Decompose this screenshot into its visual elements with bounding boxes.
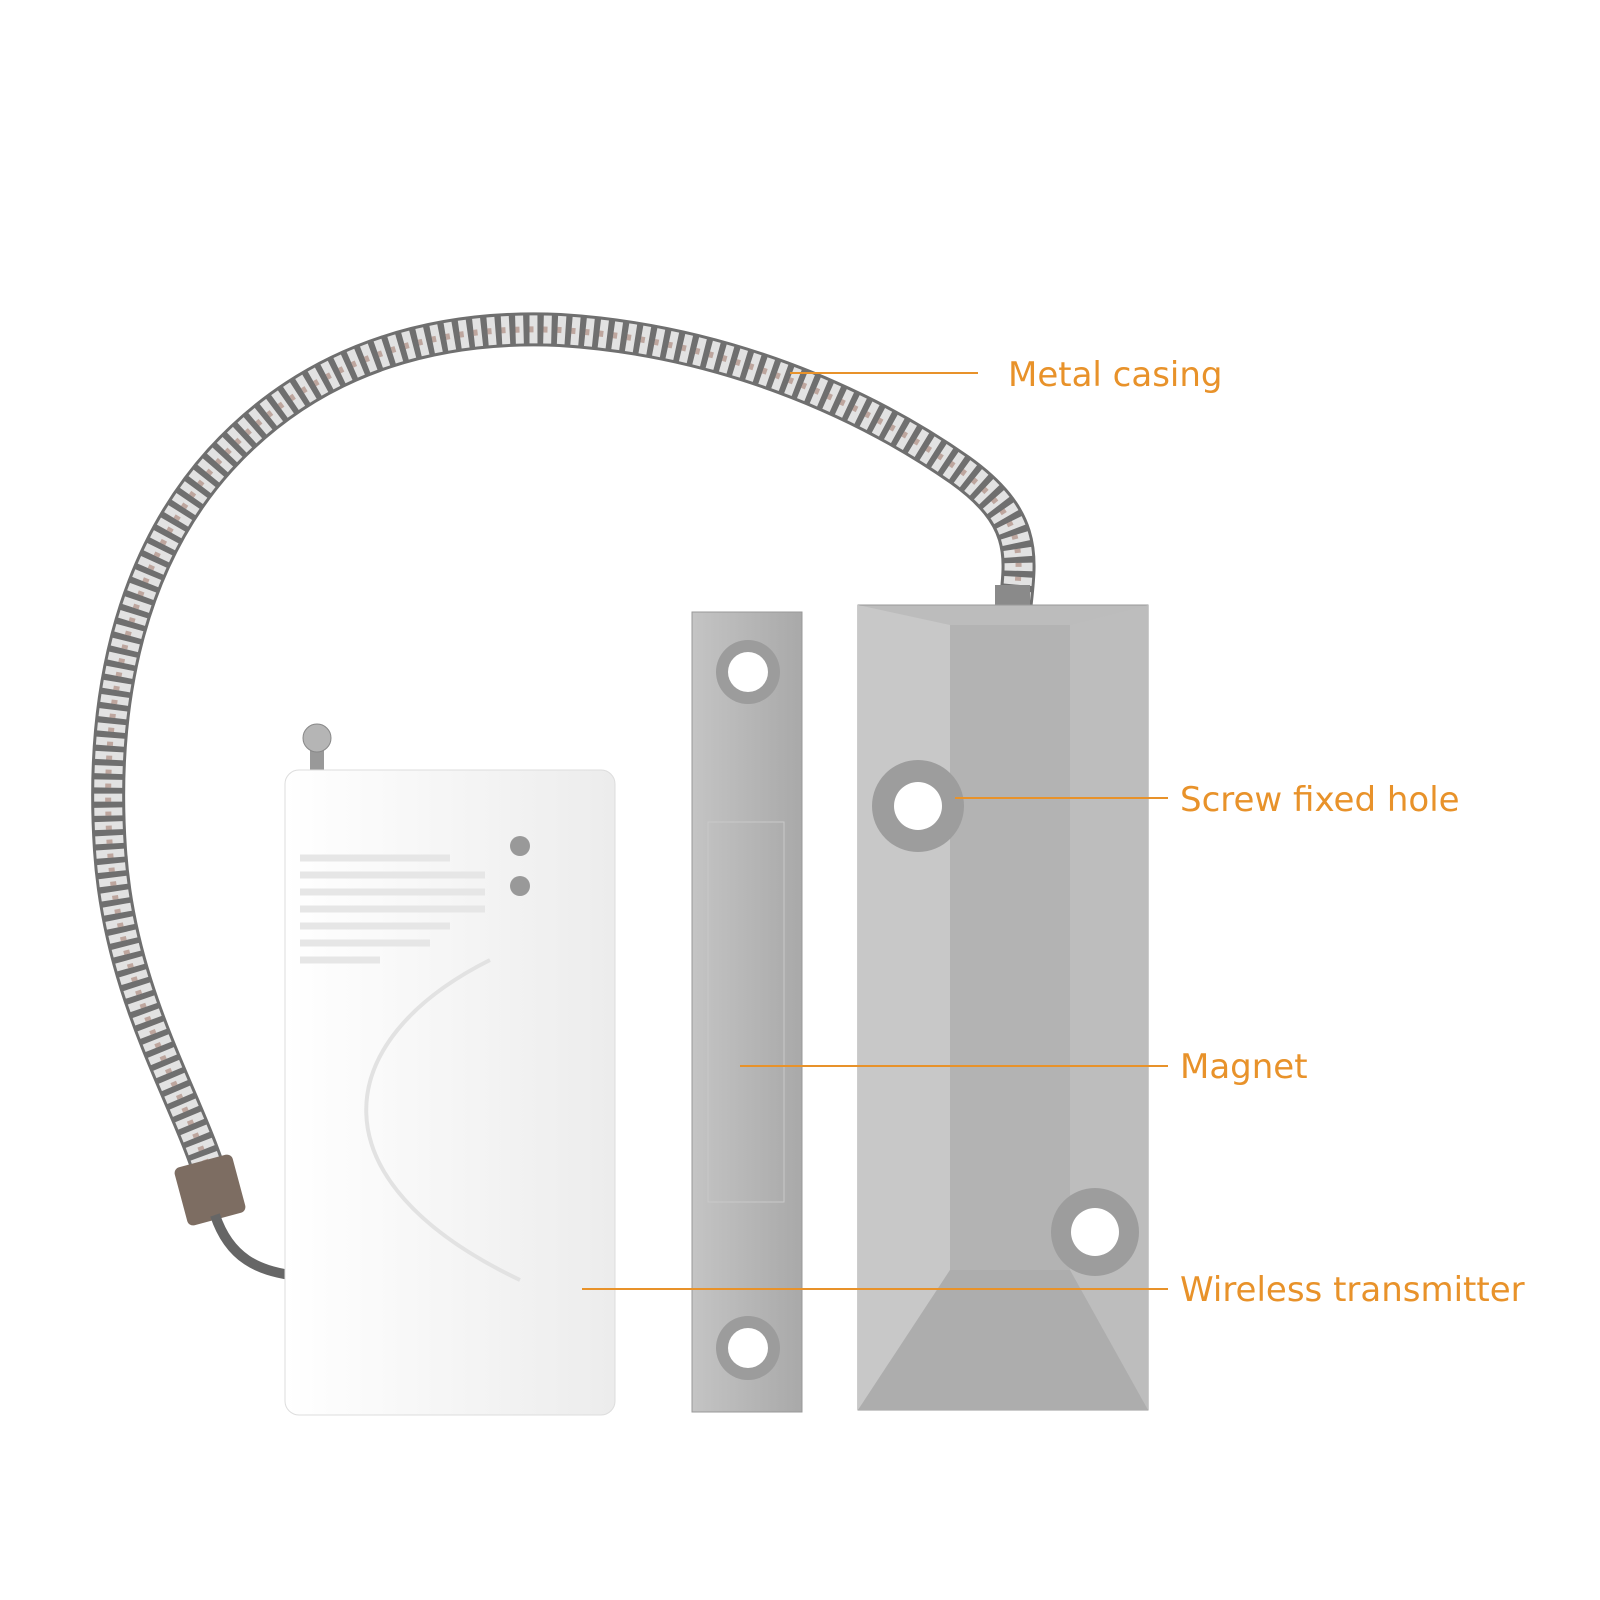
label-screw-fixed-hole: Screw fixed hole — [1180, 780, 1460, 820]
label-magnet: Magnet — [1180, 1047, 1308, 1087]
sensor-housing — [857, 585, 1149, 1411]
label-wireless-transmitter: Wireless transmitter — [1180, 1270, 1525, 1310]
wireless-transmitter — [284, 723, 616, 1416]
label-metal-casing: Metal casing — [1008, 355, 1223, 395]
magnet — [691, 611, 803, 1413]
metal-cable — [91, 312, 1036, 1280]
